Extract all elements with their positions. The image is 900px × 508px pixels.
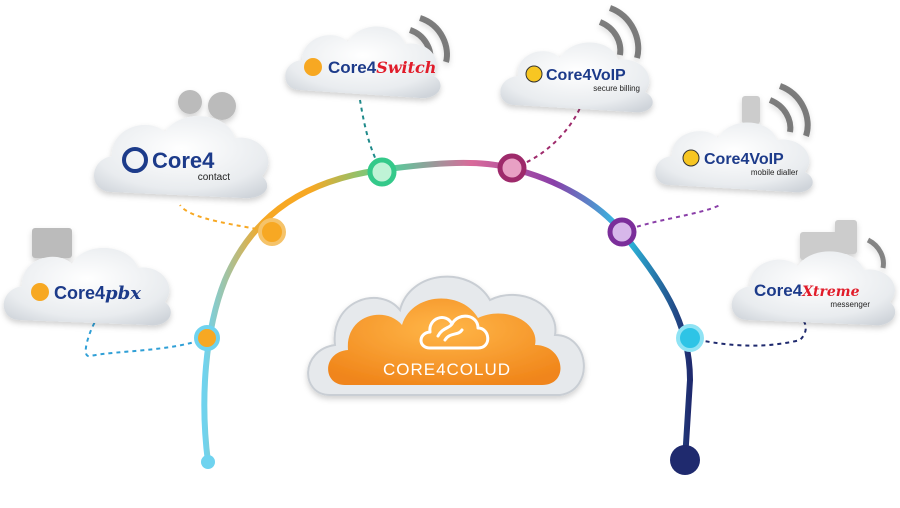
- lock-icon: [682, 149, 700, 167]
- switch-logo-icon: [304, 58, 322, 76]
- switch-script: Switch: [376, 58, 436, 77]
- svg-text:Core4pbx: Core4pbx: [54, 283, 141, 304]
- node-end: [670, 445, 700, 475]
- brain-cloud-icon: [419, 314, 490, 350]
- contact-sub: contact: [198, 172, 230, 183]
- connector-voip-md: [621, 204, 721, 233]
- voip-sb-sub: secure billing: [593, 84, 640, 93]
- svg-text:Core4Xtreme: Core4Xtreme: [754, 281, 860, 300]
- connector-xtreme: [689, 317, 807, 347]
- wifi-icon: [768, 83, 811, 137]
- xtreme-main: Core4: [754, 281, 803, 300]
- cloud-contact[interactable]: Core4 contact: [94, 90, 269, 199]
- voip-sb-main: Core4VoIP: [546, 67, 626, 84]
- svg-text:Core4Switch: Core4Switch: [328, 58, 436, 77]
- node-voip-md: [607, 217, 637, 247]
- phone-icon: [742, 96, 760, 124]
- headset-icon: [178, 90, 236, 120]
- pbx-logo-icon: [31, 283, 49, 301]
- contact-logo-icon: [122, 147, 148, 173]
- xtreme-sub: messenger: [830, 300, 870, 309]
- center-cloud: CORE4COLUD: [307, 275, 585, 396]
- node-voip-sb: [497, 153, 527, 183]
- node-start: [201, 455, 215, 469]
- node-contact: [258, 218, 286, 246]
- arc-nodes: [194, 153, 704, 475]
- timeline-arc: [201, 159, 694, 465]
- wifi-icon: [866, 237, 886, 269]
- contact-main: Core4: [152, 148, 215, 173]
- voip-md-sub: mobile dialler: [751, 168, 798, 177]
- node-xtreme: [676, 324, 704, 352]
- switch-main: Core4: [328, 58, 377, 77]
- voip-md-main: Core4VoIP: [704, 151, 784, 168]
- wifi-icon: [598, 5, 642, 59]
- connector-switch: [359, 99, 383, 173]
- node-pbx: [194, 325, 220, 351]
- center-label: CORE4COLUD: [383, 360, 511, 379]
- cloud-switch[interactable]: Core4Switch: [285, 15, 450, 99]
- pbx-main: Core4: [54, 283, 105, 303]
- cloud-voip-md[interactable]: Core4VoIP mobile dialler: [655, 83, 813, 193]
- cloud-pbx[interactable]: Core4pbx: [3, 228, 171, 326]
- pbx-script: pbx: [105, 283, 141, 304]
- node-switch: [367, 157, 397, 187]
- monitor-icon: [32, 228, 72, 258]
- xtreme-script: Xtreme: [801, 284, 859, 300]
- cloud-xtreme[interactable]: Core4Xtreme messenger: [731, 220, 896, 326]
- lock-icon: [525, 65, 543, 83]
- cloud-voip-sb[interactable]: Core4VoIP secure billing: [500, 5, 653, 113]
- connector-pbx: [84, 321, 208, 357]
